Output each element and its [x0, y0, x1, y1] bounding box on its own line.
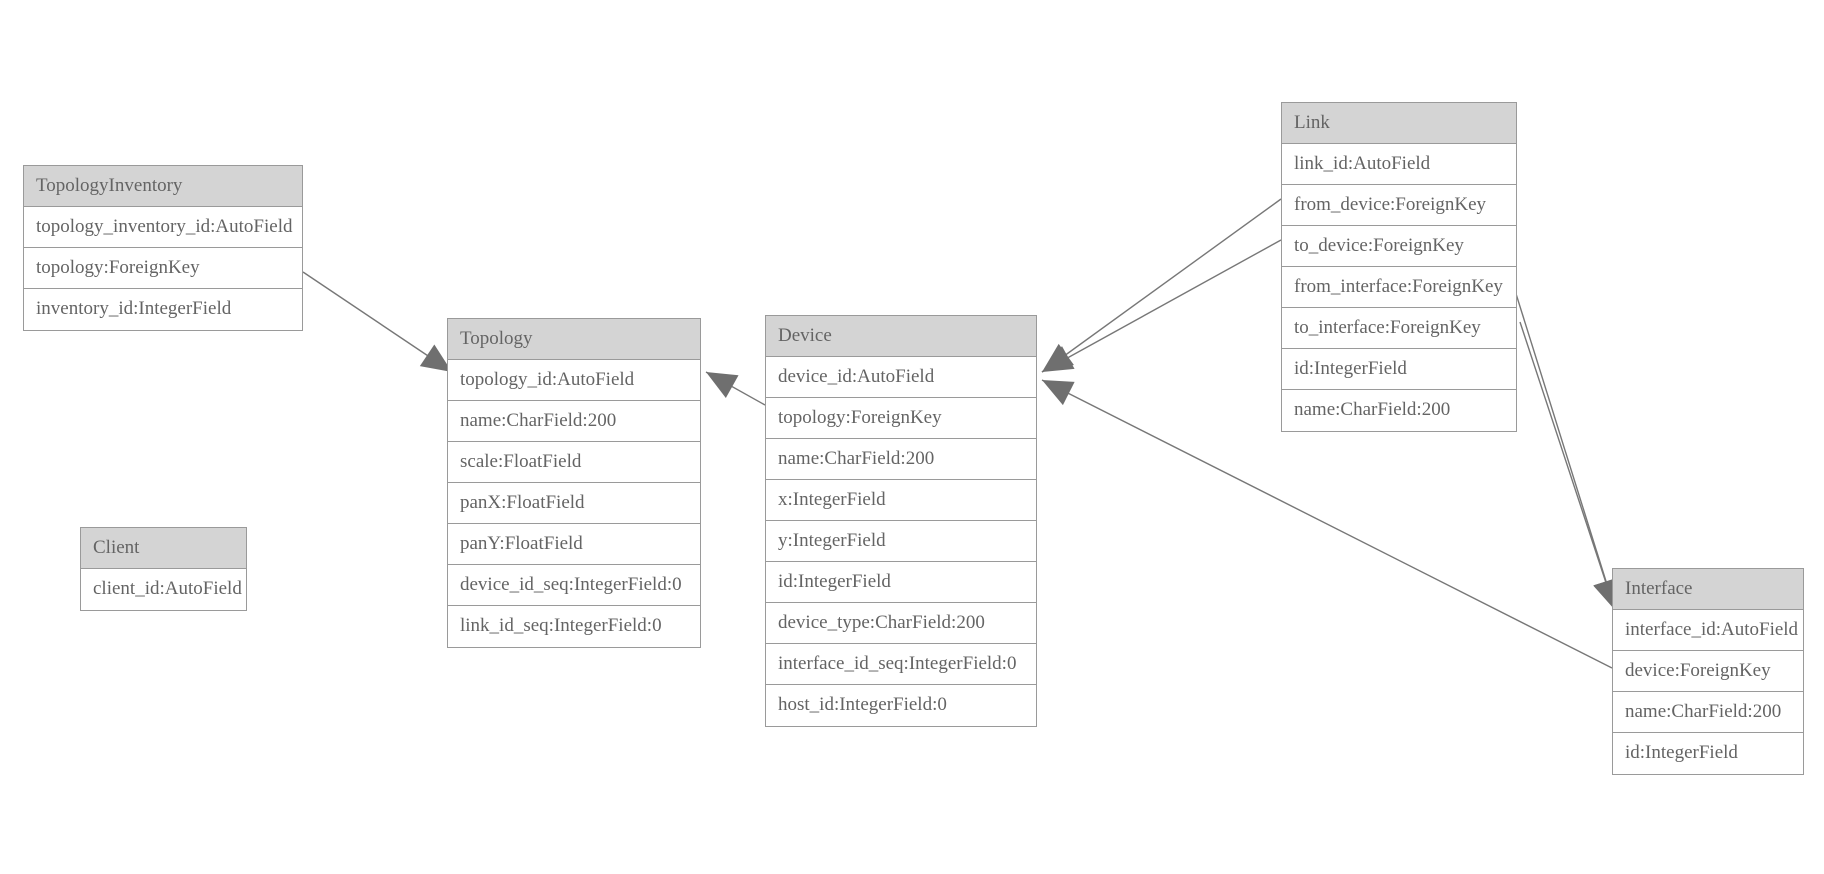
relationship-line	[1519, 321, 1616, 611]
entity-title-client: Client	[81, 528, 246, 569]
relationship-line	[705, 371, 766, 406]
entity-field-row[interactable]: panX:FloatField	[448, 483, 700, 524]
relationship-line	[302, 271, 453, 373]
entity-field-row[interactable]: name:CharField:200	[1613, 692, 1803, 733]
entity-field-row[interactable]: y:IntegerField	[766, 521, 1036, 562]
entity-field-row[interactable]: interface_id:AutoField	[1613, 610, 1803, 651]
entity-field-row[interactable]: id:IntegerField	[1282, 349, 1516, 390]
entity-field-row[interactable]: inventory_id:IntegerField	[24, 289, 302, 330]
entity-field-row[interactable]: from_interface:ForeignKey	[1282, 267, 1516, 308]
entity-field-row[interactable]: x:IntegerField	[766, 480, 1036, 521]
entity-field-row[interactable]: topology_inventory_id:AutoField	[24, 207, 302, 248]
entity-field-row[interactable]: name:CharField:200	[766, 439, 1036, 480]
entity-field-row[interactable]: topology:ForeignKey	[24, 248, 302, 289]
entity-field-row[interactable]: name:CharField:200	[448, 401, 700, 442]
relationship-arrowhead	[1042, 380, 1075, 406]
entity-field-row[interactable]: device_id:AutoField	[766, 357, 1036, 398]
entity-field-row[interactable]: topology:ForeignKey	[766, 398, 1036, 439]
relationship-line	[1041, 239, 1282, 373]
entity-field-row[interactable]: panY:FloatField	[448, 524, 700, 565]
entity-title-topology: Topology	[448, 319, 700, 360]
entity-field-row[interactable]: from_device:ForeignKey	[1282, 185, 1516, 226]
entity-field-row[interactable]: to_interface:ForeignKey	[1282, 308, 1516, 349]
entity-field-row[interactable]: to_device:ForeignKey	[1282, 226, 1516, 267]
entity-title-topology_inventory: TopologyInventory	[24, 166, 302, 207]
entity-field-row[interactable]: name:CharField:200	[1282, 390, 1516, 431]
entity-field-row[interactable]: link_id_seq:IntegerField:0	[448, 606, 700, 647]
entity-field-row[interactable]: interface_id_seq:IntegerField:0	[766, 644, 1036, 685]
relationship-topologyinventory-topology	[302, 271, 453, 373]
entity-field-row[interactable]: id:IntegerField	[766, 562, 1036, 603]
relationship-link-from-interface	[1511, 280, 1619, 611]
entity-field-row[interactable]: id:IntegerField	[1613, 733, 1803, 774]
entity-field-row[interactable]: topology_id:AutoField	[448, 360, 700, 401]
entity-title-interface: Interface	[1613, 569, 1803, 610]
entity-field-row[interactable]: device_id_seq:IntegerField:0	[448, 565, 700, 606]
entity-title-link: Link	[1282, 103, 1516, 144]
entity-field-row[interactable]: scale:FloatField	[448, 442, 700, 483]
entity-field-row[interactable]: device:ForeignKey	[1613, 651, 1803, 692]
entity-title-device: Device	[766, 316, 1036, 357]
relationship-arrowhead	[1042, 346, 1075, 372]
relationship-arrowhead	[706, 372, 739, 398]
entity-field-row[interactable]: client_id:AutoField	[81, 569, 246, 610]
entity-field-row[interactable]: link_id:AutoField	[1282, 144, 1516, 185]
relationship-line	[1041, 198, 1282, 373]
relationship-arrowhead	[1042, 343, 1074, 372]
relationship-link-from-device	[1041, 198, 1282, 373]
relationship-device-topology	[705, 371, 766, 406]
relationship-line	[1511, 280, 1616, 611]
relationship-link-to-device	[1041, 239, 1282, 373]
relationship-link-to-interface	[1519, 321, 1618, 611]
entity-field-row[interactable]: device_type:CharField:200	[766, 603, 1036, 644]
entity-field-row[interactable]: host_id:IntegerField:0	[766, 685, 1036, 726]
